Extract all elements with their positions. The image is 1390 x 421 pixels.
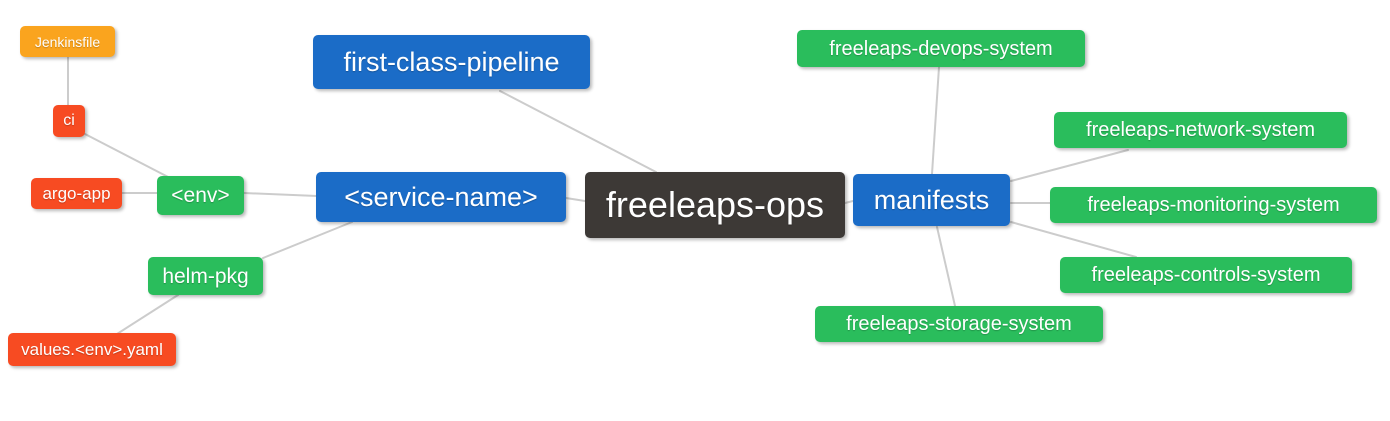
node-helm-pkg[interactable]: helm-pkg (148, 257, 263, 295)
edge-service-name-to-freeleaps-ops (565, 197, 586, 202)
edge-manifests-to-freeleaps-network-system (1010, 149, 1129, 182)
node-freeleaps-ops[interactable]: freeleaps-ops (585, 172, 845, 238)
node-freeleaps-devops-system[interactable]: freeleaps-devops-system (797, 30, 1085, 67)
node-freeleaps-controls-system-label: freeleaps-controls-system (1091, 264, 1321, 286)
node-first-class-pipeline[interactable]: first-class-pipeline (313, 35, 590, 89)
node-first-class-pipeline-label: first-class-pipeline (343, 46, 560, 77)
node-freeleaps-network-system-label: freeleaps-network-system (1086, 119, 1315, 141)
node-freeleaps-storage-system[interactable]: freeleaps-storage-system (815, 306, 1103, 342)
edge-helm-pkg-to-values-env-yaml (116, 294, 179, 335)
edge-manifests-to-freeleaps-storage-system (936, 226, 956, 307)
edge-freeleaps-devops-system-to-manifests (931, 66, 940, 175)
node-service-name-label: <service-name> (344, 181, 538, 212)
edge-service-name-to-helm-pkg (262, 221, 353, 259)
node-service-name[interactable]: <service-name> (316, 172, 566, 222)
node-argo-app-label: argo-app (42, 184, 111, 203)
node-values-env-yaml-label: values.<env>.yaml (21, 340, 163, 359)
node-manifests-label: manifests (873, 184, 990, 215)
node-freeleaps-monitoring-system[interactable]: freeleaps-monitoring-system (1050, 187, 1377, 223)
node-argo-app[interactable]: argo-app (31, 178, 122, 209)
node-freeleaps-network-system[interactable]: freeleaps-network-system (1054, 112, 1347, 148)
node-env-label: <env> (171, 184, 230, 207)
edge-freeleaps-ops-to-manifests (844, 200, 854, 204)
node-jenkinsfile-label: Jenkinsfile (34, 33, 101, 50)
edge-manifests-to-freeleaps-controls-system (1010, 221, 1137, 258)
node-freeleaps-devops-system-label: freeleaps-devops-system (829, 37, 1053, 60)
edge-ci-to-env (84, 133, 173, 180)
node-freeleaps-controls-system[interactable]: freeleaps-controls-system (1060, 257, 1352, 293)
node-ci[interactable]: ci (53, 105, 85, 137)
edge-env-to-service-name (243, 192, 318, 197)
node-ci-label: ci (63, 112, 75, 129)
node-manifests[interactable]: manifests (853, 174, 1010, 226)
node-freeleaps-ops-label: freeleaps-ops (605, 184, 825, 225)
node-jenkinsfile[interactable]: Jenkinsfile (20, 26, 115, 57)
node-values-env-yaml[interactable]: values.<env>.yaml (8, 333, 176, 366)
node-freeleaps-monitoring-system-label: freeleaps-monitoring-system (1087, 194, 1340, 216)
node-env[interactable]: <env> (157, 176, 244, 215)
edge-first-class-pipeline-to-freeleaps-ops (499, 90, 657, 173)
node-helm-pkg-label: helm-pkg (162, 264, 249, 288)
node-freeleaps-storage-system-label: freeleaps-storage-system (846, 313, 1072, 335)
